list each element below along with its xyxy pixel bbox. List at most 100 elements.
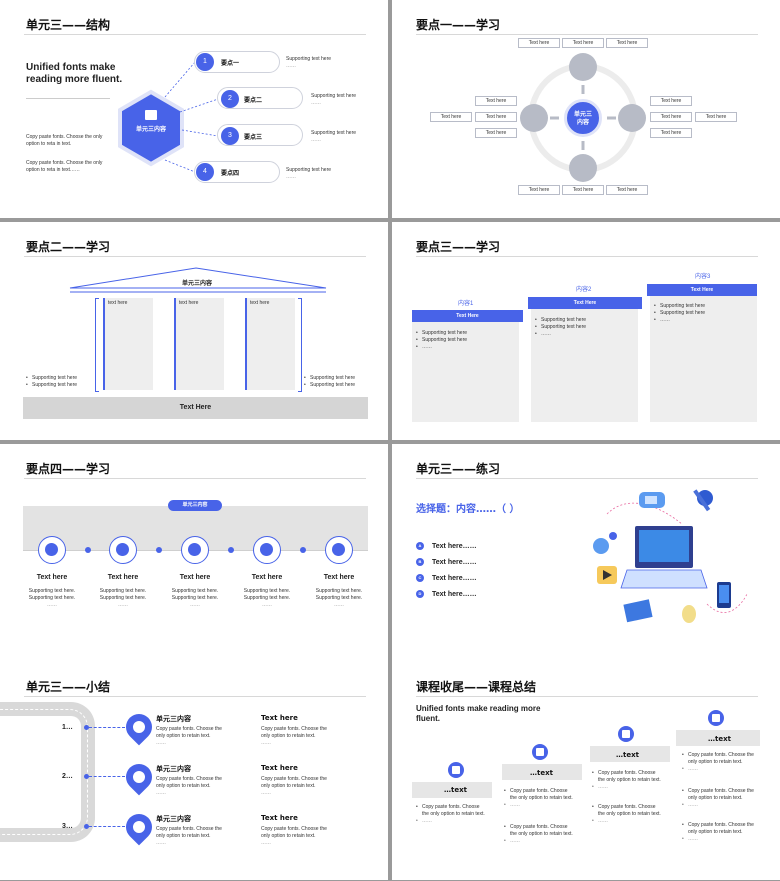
point-pill-4[interactable] — [194, 161, 280, 183]
slide-course-summary[interactable]: 课程收尾——课程总结 Unified fonts make reading mo… — [392, 662, 780, 880]
text-box-bottom-2[interactable]: Text here — [562, 185, 604, 195]
text-box-top-2[interactable]: Text here — [562, 38, 604, 48]
point-label-3: 要点三 — [244, 134, 263, 141]
cube-icon-4 — [708, 710, 724, 726]
text-box-far-left[interactable]: Text here — [430, 112, 472, 122]
support-item: Supporting text here — [654, 310, 705, 317]
step-support-1: Supporting text here.Supporting text her… — [28, 588, 76, 608]
right-body-2: Copy paste fonts. Choose the only option… — [261, 776, 327, 796]
cube-icon-2 — [532, 744, 548, 760]
center-label: 单元三内容 — [573, 112, 592, 126]
text-box-top-3[interactable]: Text here — [606, 38, 648, 48]
connector-1 — [89, 727, 125, 728]
pillar-left — [95, 298, 99, 392]
support-item: Supporting text here — [416, 337, 467, 344]
step-caption-2: 内容2 — [576, 287, 592, 293]
title-rule — [416, 696, 758, 697]
slide-title: 单元三——小结 — [26, 680, 111, 694]
point-dots-1: …… — [286, 63, 296, 69]
slide-point-one[interactable]: 要点一——学习 单元三内容 Text here Text here Text h… — [392, 0, 780, 218]
body-item: Copy paste fonts. Choose the only option… — [504, 788, 574, 802]
point-dots-2: …… — [311, 100, 321, 106]
text-box-left-1[interactable]: Text here — [475, 96, 517, 106]
slide-point-four[interactable]: 要点四——学习 单元三内容 Text here Text here Text h… — [0, 444, 388, 662]
body-item: …… — [592, 784, 662, 791]
step-caption-1: 内容1 — [458, 301, 474, 307]
point-support-2: Supporting text here — [311, 93, 357, 99]
step-list-1: Supporting text here Supporting text her… — [416, 330, 467, 351]
track-dot-1 — [84, 725, 89, 730]
slide-summary[interactable]: 单元三——小结 1… 2… 3… 单元三内容 Copy paste fonts.… — [0, 662, 388, 880]
summary-title-1: 单元三内容 — [156, 715, 191, 723]
slide-point-three[interactable]: 要点三——学习 Text Here Text Here Text Here 内容… — [392, 222, 780, 440]
title-rule — [416, 256, 758, 257]
option-letter: A — [416, 542, 424, 550]
slide-point-two[interactable]: 要点二——学习 单元三内容 text here text here text h… — [0, 222, 388, 440]
point-pill-3[interactable] — [217, 124, 303, 146]
text-box-right-2[interactable]: Text here — [650, 112, 692, 122]
target-pin-icon-2 — [120, 758, 158, 796]
roof — [69, 267, 327, 293]
base-label: Text Here — [179, 404, 212, 411]
text-box-top-1[interactable]: Text here — [518, 38, 560, 48]
point-number-4: 4 — [196, 163, 214, 181]
slide-heading: Unified fonts make reading more fluent. — [416, 704, 541, 723]
track-dash — [0, 709, 88, 835]
text-box-bottom-1[interactable]: Text here — [518, 185, 560, 195]
summary-body-2: Copy paste fonts. Choose the only option… — [156, 776, 222, 796]
step-ribbon-1: Text Here — [412, 310, 523, 322]
stair-step-1 — [412, 782, 492, 798]
slide-title: 课程收尾——课程总结 — [416, 680, 537, 694]
support-item: Supporting text here — [26, 382, 77, 389]
point-dots-4: …… — [286, 174, 296, 180]
support-item: Supporting text here — [26, 375, 77, 382]
step-title-3: Text here — [179, 574, 211, 581]
target-pin-icon-1 — [120, 708, 158, 746]
point-pill-1[interactable] — [194, 51, 280, 73]
point-dots-3: …… — [311, 137, 321, 143]
slide-structure[interactable]: 单元三——结构 Unified fonts make reading more … — [0, 0, 388, 218]
point-support-1: Supporting text here — [286, 56, 332, 62]
text-box-right-3[interactable]: Text here — [650, 128, 692, 138]
title-rule — [24, 256, 366, 257]
point-number-1: 1 — [196, 53, 214, 71]
support-item: Supporting text here — [304, 382, 355, 389]
option-letter: B — [416, 558, 424, 566]
text-box-right-1[interactable]: Text here — [650, 96, 692, 106]
point-label-4: 要点四 — [221, 170, 240, 177]
text-box-left-3[interactable]: Text here — [475, 128, 517, 138]
step-body-4: Copy paste fonts. Choose the only option… — [682, 752, 754, 773]
column-1 — [103, 298, 153, 390]
text-box-far-right[interactable]: Text here — [695, 112, 737, 122]
option-text: Text here…… — [432, 542, 477, 550]
summary-num-2: 2… — [62, 773, 73, 780]
step-person-icon-3 — [181, 536, 209, 564]
title-rule — [24, 478, 366, 479]
text-box-bottom-3[interactable]: Text here — [606, 185, 648, 195]
laptop-illustration-icon — [593, 489, 748, 623]
slide-title: 要点三——学习 — [416, 240, 501, 254]
arrow-icon-3 — [228, 547, 234, 553]
text-box-left-2[interactable]: Text here — [475, 112, 517, 122]
slide-title: 单元三——结构 — [26, 18, 111, 32]
point-pill-2[interactable] — [217, 87, 303, 109]
support-item: Supporting text here — [416, 330, 467, 337]
option-letter: D — [416, 590, 424, 598]
step-support-4: Supporting text here.Supporting text her… — [243, 588, 291, 608]
option-a[interactable]: A Text here…… — [416, 542, 477, 550]
stair-step-2 — [502, 764, 582, 780]
title-rule — [24, 34, 366, 35]
unit-pill: 单元三内容 — [168, 500, 222, 511]
step-support-5: Supporting text here.Supporting text her… — [315, 588, 363, 608]
step-body-2: Copy paste fonts. Choose the only option… — [504, 788, 574, 809]
support-item: …… — [416, 344, 467, 351]
column-2 — [174, 298, 224, 390]
cube-icon-3 — [618, 726, 634, 742]
summary-num-3: 3… — [62, 823, 73, 830]
step-label-2: …text — [530, 769, 553, 777]
point-label-2: 要点二 — [244, 97, 263, 104]
